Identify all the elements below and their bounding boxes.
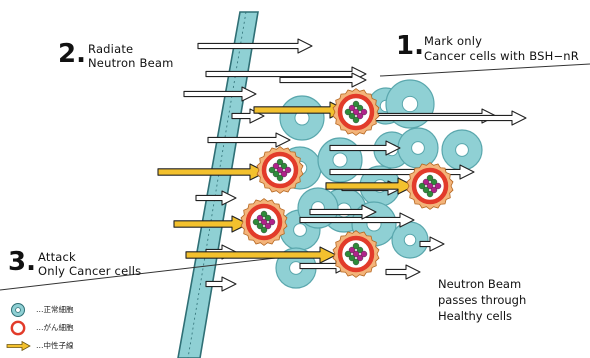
step-3-attack: 3. Attack Only Cancer cells	[8, 248, 188, 284]
healthy-cell	[442, 130, 482, 170]
cancer-cell-icon	[6, 320, 30, 336]
step-2-line2: Neutron Beam	[88, 56, 174, 70]
step-3-line2: Only Cancer cells	[38, 264, 141, 278]
healthy-cells-caption: Neutron Beam passes through Healthy cell…	[438, 276, 578, 324]
legend-item-beam: …中性子線	[6, 338, 116, 354]
legend-item-cancer: …がん細胞	[6, 320, 116, 336]
step-3-line1: Attack	[38, 250, 76, 264]
healthy-cell	[392, 222, 428, 258]
neutron-beam-arrow	[386, 265, 420, 279]
caption-line3: Healthy cells	[438, 308, 578, 324]
step-1-number: 1.	[396, 32, 424, 60]
healthy-cell	[280, 96, 324, 140]
cancer-cell	[241, 199, 287, 246]
step-1-mark: 1. Mark only Cancer cells with BSH−nR	[396, 32, 586, 68]
legend-item-healthy: …正常細胞	[6, 302, 116, 318]
caption-line2: passes through	[438, 292, 578, 308]
caption-line1: Neutron Beam	[438, 276, 578, 292]
legend-label-beam: …中性子線	[36, 340, 74, 351]
neutron-beam-icon	[6, 338, 34, 354]
healthy-cell	[318, 138, 362, 182]
legend: …正常細胞 …がん細胞 …中性子線	[6, 300, 116, 356]
step-2-number: 2.	[58, 40, 86, 68]
healthy-cell	[398, 128, 438, 168]
legend-label-healthy: …正常細胞	[36, 304, 74, 315]
step-3-number: 3.	[8, 248, 36, 276]
neutron-beam-arrow	[184, 87, 256, 101]
legend-label-cancer: …がん細胞	[36, 322, 74, 333]
healthy-cell-icon	[6, 302, 30, 318]
step-2-line1: Radiate	[88, 42, 133, 56]
step-1-line1: Mark only	[424, 34, 482, 48]
step-2-radiate: 2. Radiate Neutron Beam	[58, 40, 218, 80]
step-1-line2: Cancer cells with BSH−nR	[424, 49, 579, 63]
